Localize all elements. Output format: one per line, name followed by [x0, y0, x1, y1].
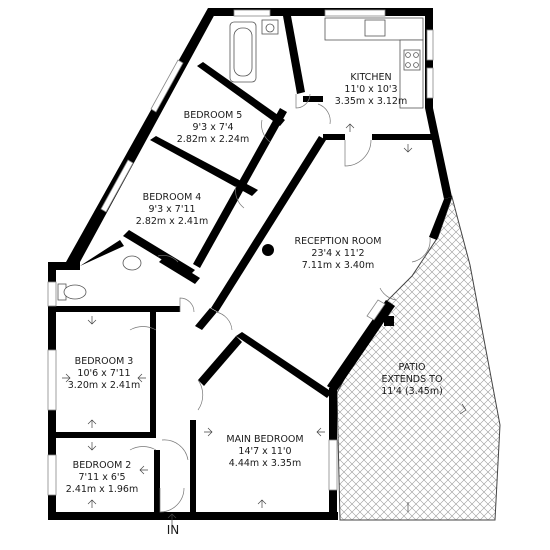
window-icon [328, 439, 338, 491]
window-icon [47, 349, 57, 411]
room-main-bedroom: MAIN BEDROOM 14'7 x 11'0 4.44m x 3.35m [226, 434, 303, 469]
room-size-imperial: 23'4 x 11'2 [311, 248, 364, 259]
room-size-imperial: 14'7 x 11'0 [238, 446, 291, 457]
room-name: BEDROOM 2 [73, 460, 132, 471]
door-swing-icon [129, 446, 157, 451]
door-swing-icon [411, 237, 431, 263]
room-kitchen: KITCHEN 11'0 x 10'3 3.35m x 3.12m [335, 72, 407, 107]
door-swing-icon [235, 185, 245, 209]
boiler-icon [262, 244, 274, 256]
patio-area [336, 195, 501, 521]
room-bedroom-2: BEDROOM 2 7'11 x 6'5 2.41m x 1.96m [66, 460, 138, 495]
windows [47, 9, 434, 496]
door-swing-icon [344, 139, 372, 167]
room-size-imperial: 9'3 x 7'4 [192, 122, 233, 133]
door-swing-icon [179, 297, 195, 313]
window-icon [426, 29, 434, 61]
room-name: BEDROOM 5 [184, 110, 243, 121]
room-name: BEDROOM 3 [75, 356, 134, 367]
window-icon [366, 299, 386, 321]
window-icon [47, 281, 57, 307]
window-icon [150, 59, 184, 113]
entrance-label: IN [167, 523, 180, 537]
sink-icon [364, 19, 386, 37]
room-reception: RECEPTION ROOM 23'4 x 11'2 7.11m x 3.40m [295, 236, 382, 271]
entrance-arrow-icon [167, 513, 177, 528]
patio-extends: EXTENDS TO [382, 374, 443, 385]
room-bedroom-5: BEDROOM 5 9'3 x 7'4 2.82m x 2.24m [177, 110, 249, 145]
room-size-metric: 4.44m x 3.35m [229, 458, 301, 469]
door-swing-icon [261, 119, 271, 143]
door-swing-icon [295, 93, 311, 109]
room-name: MAIN BEDROOM [226, 434, 303, 445]
room-size-metric: 2.82m x 2.41m [136, 216, 208, 227]
fixtures [57, 17, 424, 326]
room-size-metric: 7.11m x 3.40m [302, 260, 374, 271]
door-swing-icon [161, 439, 189, 461]
room-name: KITCHEN [350, 72, 391, 83]
patio-size: 11'4 (3.45m) [381, 386, 443, 397]
patio-label: PATIO EXTENDS TO 11'4 (3.45m) [381, 362, 443, 397]
sink-icon [122, 255, 142, 271]
door-swing-icon [215, 311, 233, 331]
door-swing-icon [379, 287, 397, 301]
room-size-metric: 3.20m x 2.41m [68, 380, 140, 391]
boiler-icon [384, 316, 394, 326]
door-swing-icon [159, 487, 185, 513]
entrance: IN [167, 513, 180, 537]
door-swing-icon [317, 103, 331, 125]
room-size-metric: 2.82m x 2.24m [177, 134, 249, 145]
room-size-metric: 3.35m x 3.12m [335, 96, 407, 107]
room-size-imperial: 7'11 x 6'5 [78, 472, 125, 483]
window-icon [47, 454, 57, 496]
patio-title: PATIO [399, 362, 426, 373]
door-swing-icon [197, 379, 204, 411]
door-swing-icon [157, 255, 179, 263]
dimension-arrows [62, 123, 467, 512]
internal-walls [56, 16, 434, 512]
window-icon [426, 67, 434, 99]
room-name: BEDROOM 4 [143, 192, 202, 203]
window-icon [324, 9, 386, 17]
room-name: RECEPTION ROOM [295, 236, 382, 247]
window-icon [233, 9, 271, 17]
room-size-metric: 2.41m x 1.96m [66, 484, 138, 495]
room-size-imperial: 10'6 x 7'11 [77, 368, 130, 379]
room-bedroom-3: BEDROOM 3 10'6 x 7'11 3.20m x 2.41m [68, 356, 140, 391]
door-swing-icon [129, 326, 157, 331]
window-icon [100, 159, 134, 213]
room-size-imperial: 11'0 x 10'3 [344, 84, 397, 95]
room-bedroom-4: BEDROOM 4 9'3 x 7'11 2.82m x 2.41m [136, 192, 208, 227]
room-size-imperial: 9'3 x 7'11 [148, 204, 195, 215]
doors [129, 93, 431, 513]
